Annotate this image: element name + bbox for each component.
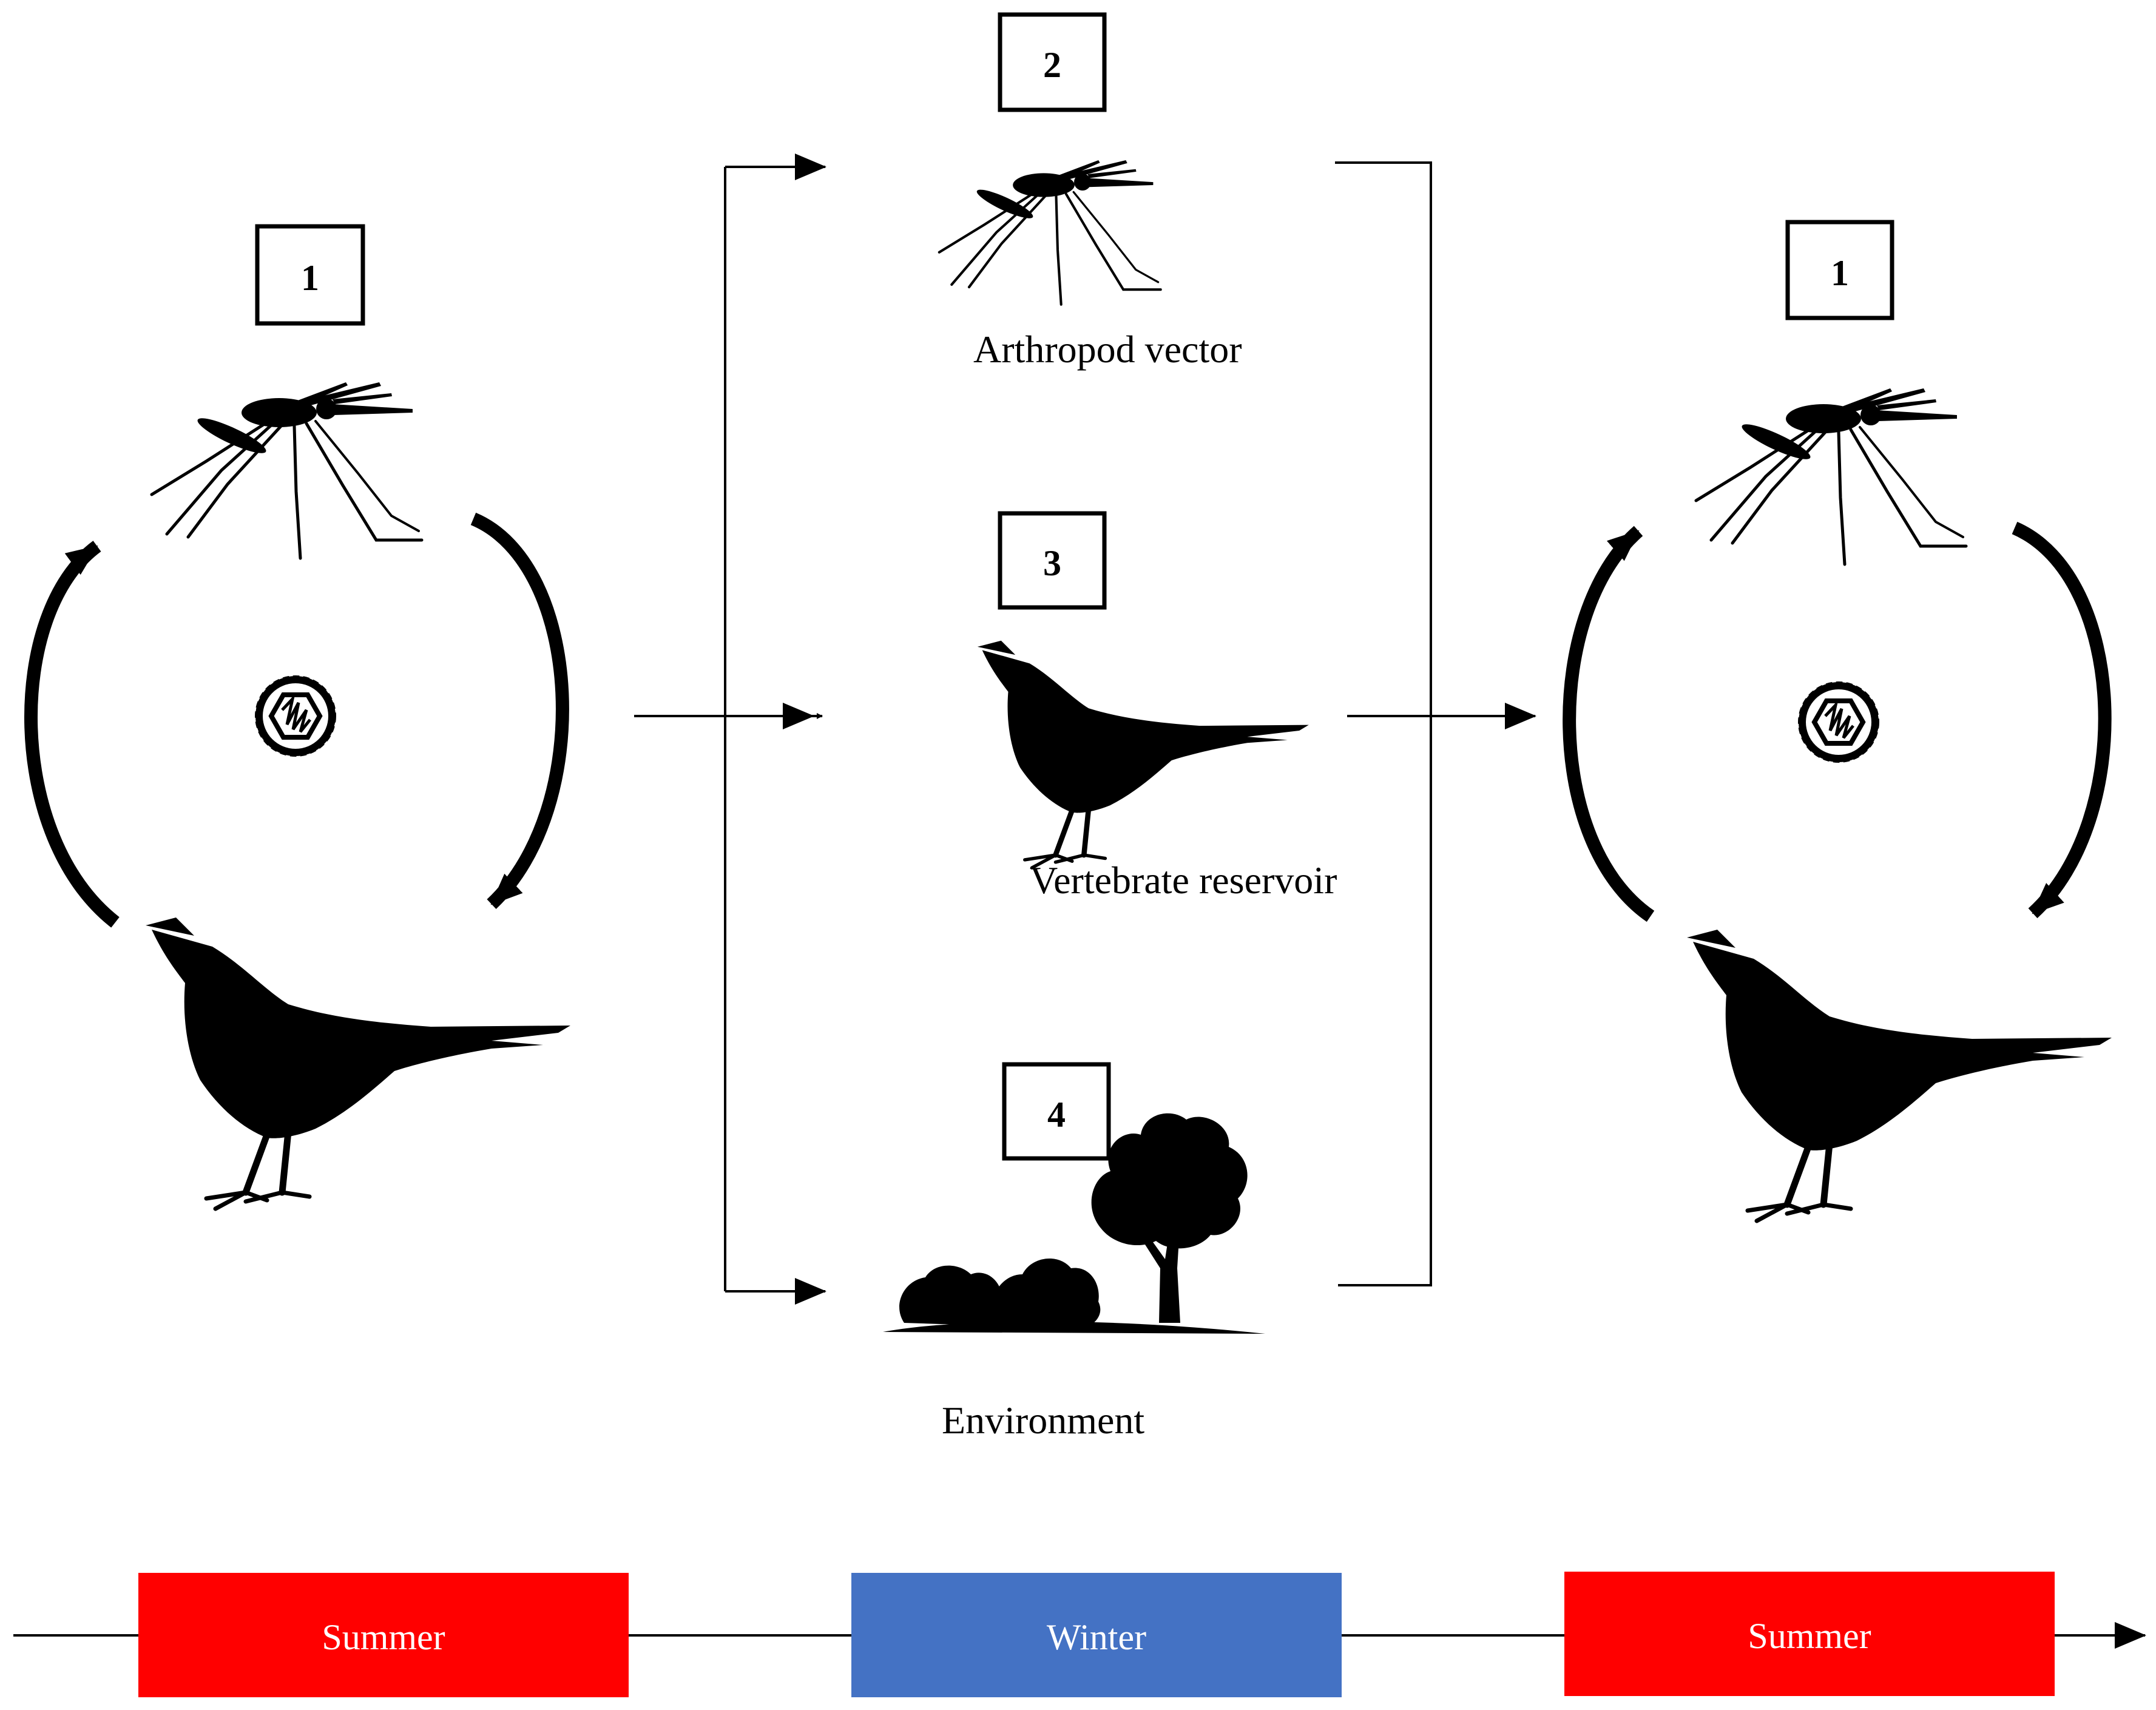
- mosquito-icon: [1696, 388, 1966, 564]
- bird-icon: [146, 918, 570, 1209]
- season-summer-2-label: Summer: [1748, 1616, 1871, 1656]
- curved-arrow-icon: [24, 541, 120, 928]
- arthropod-vector: 2 Arthropod vector: [939, 12, 1242, 371]
- mosquito-icon: [939, 160, 1161, 305]
- box-3: 3: [998, 511, 1107, 610]
- curved-arrow-icon: [1563, 526, 1655, 922]
- environment-label: Environment: [942, 1399, 1144, 1442]
- left-cycle: 1: [24, 224, 570, 1209]
- box-1-right-label: 1: [1831, 253, 1849, 293]
- mosquito-icon: [152, 382, 422, 558]
- curved-arrow-icon: [2012, 521, 2112, 919]
- box-1-left: 1: [255, 224, 365, 326]
- box-1-left-label: 1: [301, 258, 319, 298]
- season-summer-1-label: Summer: [322, 1617, 445, 1657]
- bird-icon: [1687, 930, 2112, 1221]
- box-2-label: 2: [1043, 45, 1061, 85]
- curved-arrow-icon: [470, 512, 569, 910]
- season-summer-2: Summer: [1564, 1572, 2055, 1696]
- season-timeline: Summer Winter Summer: [13, 1572, 2146, 1697]
- virus-icon: [1799, 682, 1879, 762]
- box-4-label: 4: [1047, 1095, 1066, 1135]
- box-4: 4: [1002, 1062, 1111, 1161]
- vertebrate-reservoir: 3 Vertebrate reservoir: [978, 511, 1337, 902]
- arthropod-vector-label: Arthropod vector: [973, 328, 1242, 371]
- trees-icon: [883, 1113, 1265, 1334]
- season-winter-label: Winter: [1047, 1617, 1146, 1657]
- box-1-right: 1: [1785, 220, 1894, 320]
- bird-icon: [978, 641, 1309, 868]
- box-2: 2: [998, 12, 1107, 112]
- virus-icon: [255, 676, 336, 756]
- season-winter: Winter: [851, 1573, 1342, 1697]
- vertebrate-reservoir-label: Vertebrate reservoir: [1030, 859, 1337, 902]
- season-summer-1: Summer: [138, 1573, 629, 1697]
- box-3-label: 3: [1043, 543, 1061, 583]
- overwintering-branches: [634, 154, 1536, 1305]
- right-cycle: 1: [1563, 220, 2112, 1221]
- environment: 4 Environment: [883, 1062, 1265, 1442]
